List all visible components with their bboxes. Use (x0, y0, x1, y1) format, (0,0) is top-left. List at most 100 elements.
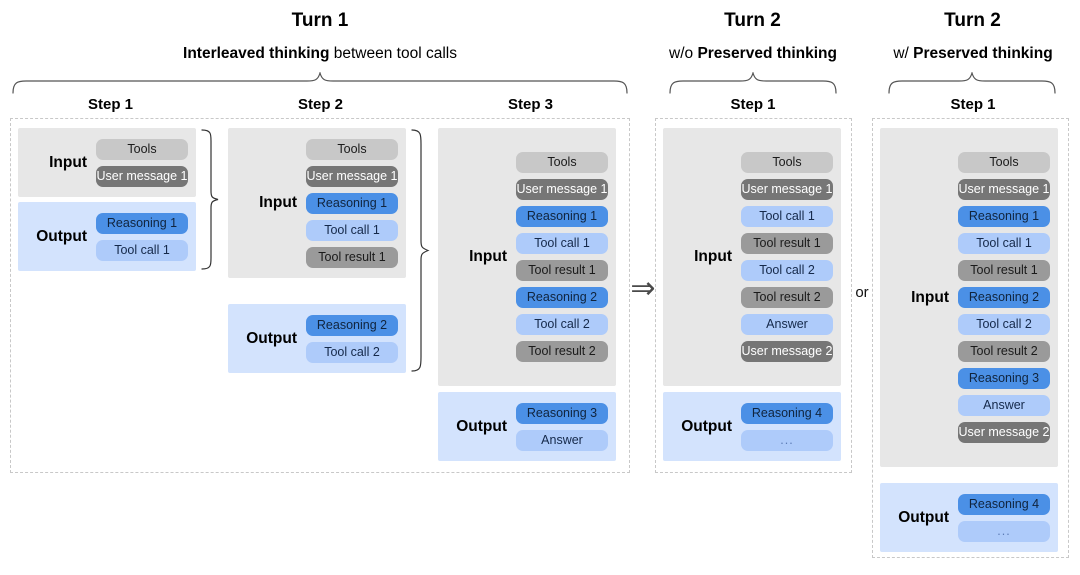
turn1-subtitle: Interleaved thinking between tool calls (10, 44, 630, 64)
turn1-step2-output-block: Output Reasoning 2 Tool call 2 (228, 304, 406, 373)
output-label: Output (898, 508, 949, 526)
pill-answer[interactable]: Answer (958, 395, 1050, 416)
pill-tools[interactable]: Tools (741, 152, 833, 173)
pill-tool-result-2[interactable]: Tool result 2 (741, 287, 833, 308)
turn2-wo-subtitle-bold: Preserved thinking (697, 45, 837, 62)
turn2-w-group-box (872, 118, 1069, 558)
output-label: Output (681, 417, 732, 435)
turn1-step3-output-pills: Reasoning 3 Answer (516, 402, 616, 451)
turn2-w-output-pills: Reasoning 4 ... (958, 493, 1058, 542)
output-label: Output (456, 417, 507, 435)
turn1-step1-input-block: Input Tools User message 1 (18, 128, 196, 197)
input-label: Input (49, 153, 87, 171)
turn1-step2-brace (410, 128, 430, 373)
turn2-wo-output-pills: Reasoning 4 ... (741, 402, 841, 451)
step-title-turn2-w-step1: Step 1 (950, 96, 996, 113)
pill-reasoning-3[interactable]: Reasoning 3 (516, 402, 608, 424)
pill-tool-result-1[interactable]: Tool result 1 (958, 260, 1050, 281)
turn2-w-output-block: Output Reasoning 4 ... (880, 483, 1058, 552)
pill-user-message-1[interactable]: User message 1 (741, 179, 833, 200)
turn1-step1-input-pills: Tools User message 1 (96, 138, 196, 187)
pill-tool-call-2[interactable]: Tool call 2 (516, 314, 608, 335)
step-title-turn1-step2: Step 2 (297, 96, 343, 113)
turn2-wo-top-brace (667, 72, 839, 94)
turn1-step2-output-pills: Reasoning 2 Tool call 2 (306, 314, 406, 363)
pill-tools[interactable]: Tools (958, 152, 1050, 173)
turn2-wo-input-pills: Tools User message 1 Tool call 1 Tool re… (741, 152, 841, 362)
step-title-turn2-wo-step1: Step 1 (730, 96, 776, 113)
pill-reasoning-4[interactable]: Reasoning 4 (741, 402, 833, 424)
turn2-w-subtitle: w/ Preserved thinking (868, 44, 1078, 64)
turn2-w-subtitle-bold: Preserved thinking (913, 45, 1053, 62)
double-arrow-right-icon: ⇒ (630, 271, 656, 306)
pill-user-message-1[interactable]: User message 1 (958, 179, 1050, 200)
input-label: Input (469, 248, 507, 265)
pill-tool-call-2[interactable]: Tool call 2 (958, 314, 1050, 335)
pill-tools[interactable]: Tools (306, 138, 398, 160)
turn1-step1-output-block: Output Reasoning 1 Tool call 1 (18, 202, 196, 271)
pill-user-message-2[interactable]: User message 2 (741, 341, 833, 362)
pill-tools[interactable]: Tools (516, 152, 608, 173)
pill-tool-result-2[interactable]: Tool result 2 (958, 341, 1050, 362)
pill-user-message-2[interactable]: User message 2 (958, 422, 1050, 443)
pill-user-message-1[interactable]: User message 1 (306, 165, 398, 187)
pill-tools[interactable]: Tools (96, 138, 188, 160)
turn1-group-box (10, 118, 630, 473)
pill-answer[interactable]: Answer (516, 429, 608, 451)
pill-tool-call-1[interactable]: Tool call 1 (306, 219, 398, 241)
turn1-top-brace (10, 72, 630, 94)
output-label: Output (246, 329, 297, 347)
turn2-w-subtitle-pre: w/ (893, 45, 914, 62)
pill-reasoning-1[interactable]: Reasoning 1 (306, 192, 398, 214)
or-connector: or (852, 285, 872, 305)
turn1-step3-input-block: Input Tools User message 1 Reasoning 1 T… (438, 128, 616, 386)
turn1-step3-input-pills: Tools User message 1 Reasoning 1 Tool ca… (516, 152, 616, 362)
pill-tool-result-1[interactable]: Tool result 1 (306, 246, 398, 268)
output-label: Output (36, 227, 87, 245)
pill-user-message-1[interactable]: User message 1 (96, 165, 188, 187)
pill-reasoning-2[interactable]: Reasoning 2 (306, 314, 398, 336)
arrow-connector: ⇒ (626, 274, 660, 308)
turn2-wo-title: Turn 2 (724, 10, 781, 31)
pill-tool-call-2[interactable]: Tool call 2 (306, 341, 398, 363)
input-label: Input (259, 194, 297, 211)
pill-user-message-1[interactable]: User message 1 (516, 179, 608, 200)
pill-reasoning-1[interactable]: Reasoning 1 (96, 212, 188, 234)
turn1-step3-output-block: Output Reasoning 3 Answer (438, 392, 616, 461)
pill-ellipsis[interactable]: ... (958, 520, 1050, 542)
pill-answer[interactable]: Answer (741, 314, 833, 335)
turn1-subtitle-bold: Interleaved thinking (183, 45, 330, 62)
pill-reasoning-2[interactable]: Reasoning 2 (958, 287, 1050, 308)
turn2-wo-subtitle-pre: w/o (669, 45, 698, 62)
pill-tool-result-1[interactable]: Tool result 1 (516, 260, 608, 281)
input-label: Input (694, 248, 732, 265)
input-label: Input (911, 288, 949, 306)
pill-reasoning-2[interactable]: Reasoning 2 (516, 287, 608, 308)
turn1-step2-input-pills: Tools User message 1 Reasoning 1 Tool ca… (306, 138, 406, 268)
turn2-w-input-pills: Tools User message 1 Reasoning 1 Tool ca… (958, 152, 1058, 443)
pill-tool-call-2[interactable]: Tool call 2 (741, 260, 833, 281)
pill-tool-call-1[interactable]: Tool call 1 (516, 233, 608, 254)
turn2-w-top-brace (886, 72, 1058, 94)
step-title-turn1-step1: Step 1 (87, 96, 133, 113)
pill-tool-call-1[interactable]: Tool call 1 (96, 239, 188, 261)
pill-reasoning-3[interactable]: Reasoning 3 (958, 368, 1050, 389)
turn1-step2-input-block: Input Tools User message 1 Reasoning 1 T… (228, 128, 406, 278)
turn1-step1-output-pills: Reasoning 1 Tool call 1 (96, 212, 196, 261)
pill-ellipsis[interactable]: ... (741, 429, 833, 451)
turn2-w-input-block: Input Tools User message 1 Reasoning 1 T… (880, 128, 1058, 467)
pill-tool-result-2[interactable]: Tool result 2 (516, 341, 608, 362)
pill-tool-call-1[interactable]: Tool call 1 (958, 233, 1050, 254)
pill-tool-call-1[interactable]: Tool call 1 (741, 206, 833, 227)
turn2-w-title: Turn 2 (944, 10, 1001, 31)
turn1-subtitle-rest: between tool calls (329, 45, 457, 62)
turn2-wo-input-block: Input Tools User message 1 Tool call 1 T… (663, 128, 841, 386)
pill-reasoning-1[interactable]: Reasoning 1 (958, 206, 1050, 227)
pill-reasoning-4[interactable]: Reasoning 4 (958, 493, 1050, 515)
pill-tool-result-1[interactable]: Tool result 1 (741, 233, 833, 254)
turn2-wo-subtitle: w/o Preserved thinking (648, 44, 858, 64)
step-title-turn1-step3: Step 3 (507, 96, 553, 113)
pill-reasoning-1[interactable]: Reasoning 1 (516, 206, 608, 227)
turn1-step1-brace (200, 128, 220, 271)
